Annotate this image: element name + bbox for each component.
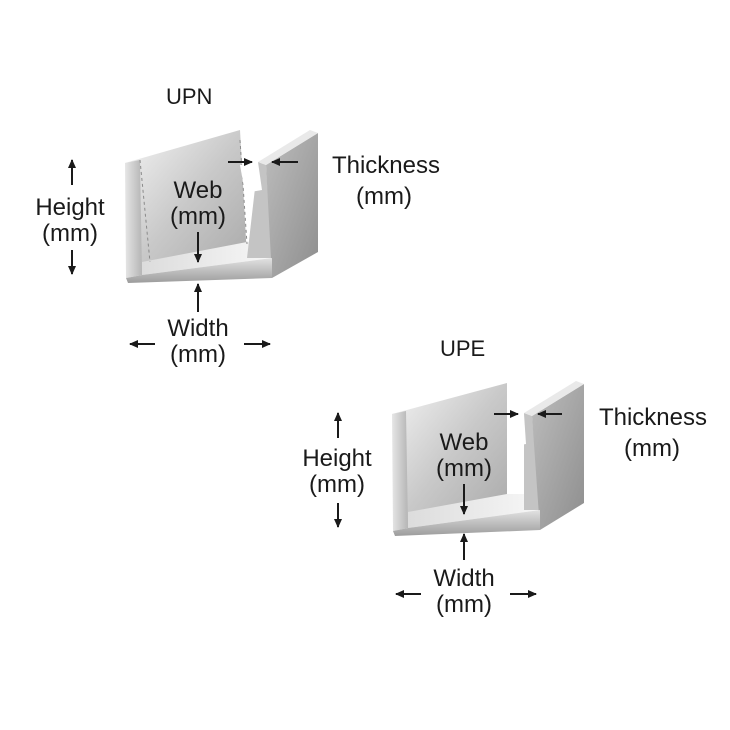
upn-taper-guide-right bbox=[239, 139, 248, 245]
upn-channel-shape bbox=[125, 130, 318, 283]
upn-height-label: Height bbox=[35, 194, 105, 221]
upn-profile: UPN Height (mm) Web bbox=[35, 84, 440, 368]
upn-bottom-edge bbox=[126, 258, 272, 283]
upe-channel-shape bbox=[392, 381, 584, 536]
upe-inner-flange bbox=[524, 413, 540, 510]
upe-height-label: Height bbox=[302, 445, 372, 472]
upn-web-label: Web bbox=[174, 177, 223, 204]
upn-height-unit: (mm) bbox=[42, 220, 98, 247]
upn-title: UPN bbox=[166, 84, 212, 109]
upe-notch bbox=[507, 414, 526, 447]
upe-front-flange bbox=[532, 384, 584, 530]
upe-thickness-unit: (mm) bbox=[624, 435, 680, 462]
upe-width-label: Width bbox=[433, 565, 494, 592]
upe-bottom-edge bbox=[393, 510, 540, 536]
upe-width-unit: (mm) bbox=[436, 591, 492, 618]
upe-web-floor bbox=[408, 494, 540, 528]
upn-taper-guide-left bbox=[139, 159, 151, 263]
upn-web-floor bbox=[142, 242, 272, 275]
upn-inner-flange bbox=[247, 162, 272, 258]
upe-title: UPE bbox=[440, 336, 485, 361]
upn-front-flange bbox=[266, 133, 318, 278]
upn-thickness-label: Thickness bbox=[332, 152, 440, 179]
upn-back-flange bbox=[125, 130, 247, 275]
upn-width-unit: (mm) bbox=[170, 341, 226, 368]
upn-back-edge bbox=[125, 160, 142, 278]
upe-thickness-label: Thickness bbox=[599, 404, 707, 431]
upe-profile: UPE Height (mm) Web (mm) bbox=[302, 336, 707, 618]
upn-width-label: Width bbox=[167, 315, 228, 342]
upe-web-unit: (mm) bbox=[436, 455, 492, 482]
upn-thickness-unit: (mm) bbox=[356, 183, 412, 210]
upe-back-edge bbox=[392, 411, 408, 531]
upe-web-label: Web bbox=[440, 429, 489, 456]
upe-height-unit: (mm) bbox=[309, 471, 365, 498]
upn-flange-top-edge bbox=[258, 130, 318, 165]
upe-flange-top-edge bbox=[524, 381, 584, 416]
upn-web-unit: (mm) bbox=[170, 203, 226, 230]
upe-back-flange bbox=[392, 383, 507, 528]
upn-notch bbox=[240, 162, 262, 193]
